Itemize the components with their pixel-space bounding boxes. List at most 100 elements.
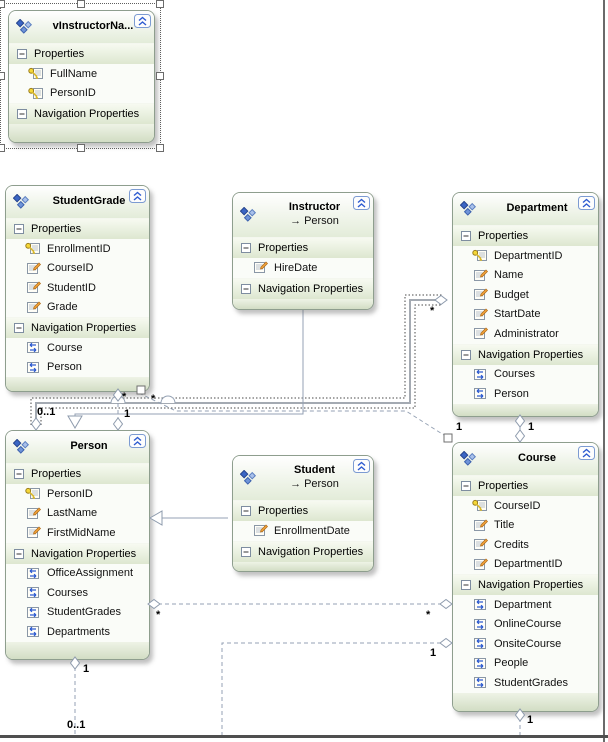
navigation-property-icon xyxy=(25,567,41,580)
property-name: Name xyxy=(494,269,524,282)
key-property-icon xyxy=(25,242,41,255)
section-header-navigation[interactable]: Navigation Properties xyxy=(233,540,373,562)
property-name: EnrollmentID xyxy=(47,242,111,255)
section-header-properties[interactable]: Properties xyxy=(453,475,598,496)
selection-handle[interactable] xyxy=(156,0,164,8)
property-icon xyxy=(25,301,41,314)
selection-handle[interactable] xyxy=(0,144,5,152)
section-label: Properties xyxy=(34,48,85,60)
navigation-property-row[interactable]: OfficeAssignment xyxy=(6,563,149,583)
property-row[interactable]: HireDate xyxy=(233,258,373,278)
section-header-properties[interactable]: Properties xyxy=(6,463,149,484)
association-studentgrade-course[interactable] xyxy=(138,392,448,438)
property-row[interactable]: FullName xyxy=(9,64,154,84)
collapse-entity-button[interactable] xyxy=(353,459,370,473)
section-header-navigation[interactable]: Navigation Properties xyxy=(9,103,154,124)
selection-handle[interactable] xyxy=(0,72,5,80)
section-header-properties[interactable]: Properties xyxy=(233,237,373,258)
collapse-entity-button[interactable] xyxy=(134,14,151,28)
navigation-property-row[interactable]: Courses xyxy=(453,364,598,384)
property-row[interactable]: Grade xyxy=(6,297,149,317)
collapse-entity-button[interactable] xyxy=(578,446,595,460)
entity-header: Instructor→Person xyxy=(233,193,373,237)
navigation-property-row[interactable]: Course xyxy=(6,338,149,358)
navigation-property-row[interactable]: OnlineCourse xyxy=(453,614,598,634)
multiplicity-label: 0..1 xyxy=(37,406,56,418)
association-person-department[interactable] xyxy=(40,304,442,425)
association-person-department[interactable] xyxy=(30,294,442,425)
collapse-section-icon xyxy=(241,283,251,294)
association-course-offpage-left[interactable] xyxy=(221,642,441,736)
property-row[interactable]: Credits xyxy=(453,535,598,555)
property-row[interactable]: DepartmentID xyxy=(453,554,598,574)
property-row[interactable]: Administrator xyxy=(453,324,598,344)
property-row[interactable]: Title xyxy=(453,515,598,535)
property-row[interactable]: Budget xyxy=(453,285,598,305)
property-row[interactable]: PersonID xyxy=(6,484,149,504)
property-row[interactable]: StartDate xyxy=(453,304,598,324)
entity-header: vInstructorNa... xyxy=(9,11,154,43)
property-row[interactable]: EnrollmentDate xyxy=(233,521,373,541)
navigation-property-row[interactable]: Courses xyxy=(6,583,149,603)
multiplicity-label: * xyxy=(430,305,435,317)
section-header-navigation[interactable]: Navigation Properties xyxy=(233,277,373,299)
property-row[interactable]: PersonID xyxy=(9,83,154,103)
navigation-property-row[interactable]: Departments xyxy=(6,622,149,642)
key-property-icon xyxy=(472,499,488,512)
collapse-entity-button[interactable] xyxy=(129,434,146,448)
property-row[interactable]: CourseID xyxy=(453,496,598,516)
navigation-property-row[interactable]: StudentGrades xyxy=(6,602,149,622)
section-header-properties[interactable]: Properties xyxy=(453,225,598,246)
navigation-property-row[interactable]: Person xyxy=(453,384,598,404)
collapse-entity-button[interactable] xyxy=(578,196,595,210)
selection-handle[interactable] xyxy=(0,0,5,8)
section-header-properties[interactable]: Properties xyxy=(233,500,373,521)
association-person-department[interactable] xyxy=(35,299,442,425)
section-header-navigation[interactable]: Navigation Properties xyxy=(453,574,598,595)
property-row[interactable]: FirstMidName xyxy=(6,523,149,543)
property-row[interactable]: StudentID xyxy=(6,278,149,298)
entity-footer xyxy=(6,377,149,391)
property-row[interactable]: EnrollmentID xyxy=(6,239,149,259)
navigation-property-row[interactable]: OnsiteCourse xyxy=(453,634,598,654)
property-row[interactable]: CourseID xyxy=(6,258,149,278)
section-label: Navigation Properties xyxy=(34,108,140,120)
selection-handle[interactable] xyxy=(76,0,85,8)
property-row[interactable]: DepartmentID xyxy=(453,246,598,266)
entity-title: Department xyxy=(506,202,568,215)
section-header-properties[interactable]: Properties xyxy=(6,218,149,239)
section-header-navigation[interactable]: Navigation Properties xyxy=(6,317,149,338)
property-name: FirstMidName xyxy=(47,526,116,539)
multiplicity-label: 1 xyxy=(528,421,535,433)
navigation-property-name: Courses xyxy=(47,586,88,599)
section-header-navigation[interactable]: Navigation Properties xyxy=(453,343,598,365)
property-row[interactable]: Name xyxy=(453,265,598,285)
section-header-navigation[interactable]: Navigation Properties xyxy=(6,542,149,564)
section-label: Properties xyxy=(478,480,529,492)
selection-handle[interactable] xyxy=(156,144,164,152)
collapse-section-icon xyxy=(461,580,471,590)
section-header-properties[interactable]: Properties xyxy=(9,43,154,64)
collapse-entity-button[interactable] xyxy=(353,196,370,210)
collapse-entity-button[interactable] xyxy=(129,189,146,203)
selection-handle[interactable] xyxy=(76,144,85,152)
entity-icon xyxy=(460,451,477,467)
collapse-section-icon xyxy=(14,224,24,234)
navigation-property-icon xyxy=(472,598,488,611)
navigation-property-row[interactable]: StudentGrades xyxy=(453,673,598,693)
multiplicity-label: 1 xyxy=(527,714,534,726)
navigation-property-row[interactable]: Department xyxy=(453,595,598,615)
selection-handle[interactable] xyxy=(156,72,164,80)
entity-icon xyxy=(16,19,33,35)
navigation-property-row[interactable]: People xyxy=(453,653,598,673)
navigation-property-row[interactable]: Person xyxy=(6,357,149,377)
property-row[interactable]: LastName xyxy=(6,503,149,523)
